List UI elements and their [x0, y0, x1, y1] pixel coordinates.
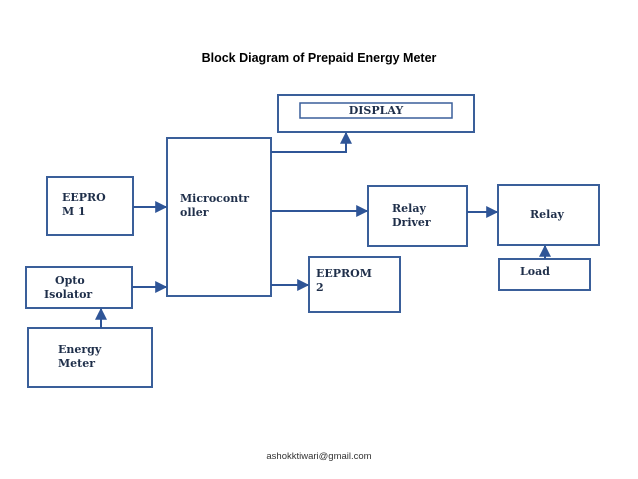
- opto-isolator-block: Opto Isolator: [25, 266, 133, 309]
- eeprom1-label-line2: M 1: [62, 205, 86, 218]
- load-block: Load: [498, 258, 591, 291]
- eeprom2-block: EEPROM 2: [308, 256, 401, 313]
- energy-meter-label-line2: Meter: [58, 357, 95, 370]
- microcontroller-block: Microcontr oller: [166, 137, 272, 297]
- relay-driver-block: Relay Driver: [367, 185, 468, 247]
- diagram-title: Block Diagram of Prepaid Energy Meter: [201, 51, 437, 65]
- microcontroller-label-line1: Microcontr: [180, 192, 249, 205]
- arrow-microcontroller-to-display: [271, 131, 352, 153]
- footer-email: ashokktiwari@gmail.com: [266, 451, 372, 462]
- relay-driver-label-line2: Driver: [392, 216, 431, 229]
- opto-isolator-label-line1: Opto: [55, 274, 85, 287]
- load-label: Load: [520, 265, 550, 278]
- eeprom1-label-line1: EEPRO: [62, 191, 106, 204]
- eeprom1-block: EEPRO M 1: [46, 176, 134, 236]
- eeprom2-label-line1: EEPROM: [316, 267, 372, 280]
- relay-driver-label-line1: Relay: [392, 202, 426, 215]
- relay-label: Relay: [530, 208, 564, 221]
- opto-isolator-label-line2: Isolator: [44, 288, 92, 301]
- relay-block: Relay: [497, 184, 600, 246]
- energy-meter-block: Energy Meter: [27, 327, 153, 388]
- eeprom2-label-line2: 2: [316, 281, 324, 294]
- energy-meter-label-line1: Energy: [58, 343, 102, 356]
- display-block: DISPLAY: [277, 94, 475, 133]
- display-label: DISPLAY: [349, 104, 404, 117]
- microcontroller-label-line2: oller: [180, 206, 209, 219]
